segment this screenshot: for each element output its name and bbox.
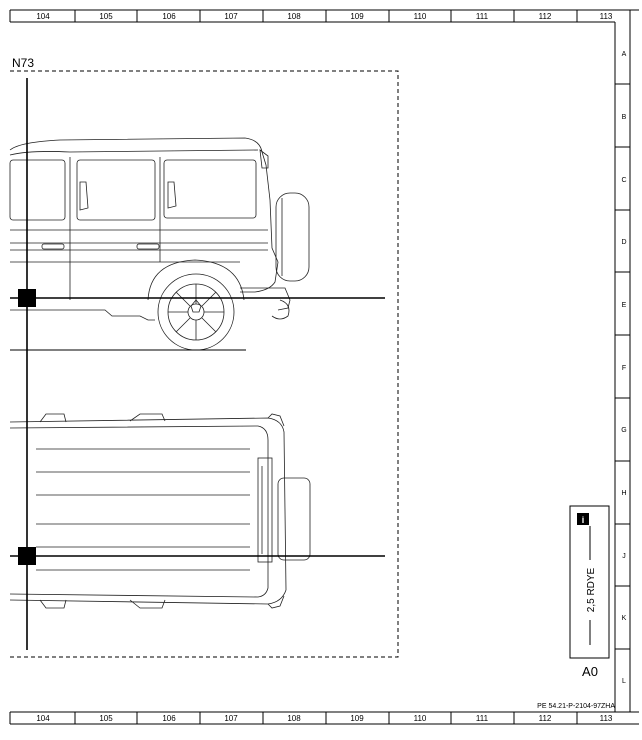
component-dashed-boundary	[10, 70, 399, 658]
bottom-col-113: 113	[600, 714, 613, 723]
row-c: C	[621, 177, 626, 184]
top-col-113: 113	[600, 12, 613, 21]
top-col-105: 105	[99, 12, 113, 21]
bottom-col-106: 106	[162, 714, 176, 723]
connector-label: A0	[582, 664, 598, 679]
row-f: F	[622, 365, 626, 372]
bottom-col-105: 105	[99, 714, 113, 723]
right-ruler: A B C D E F G H J K L	[614, 10, 631, 712]
bottom-col-107: 107	[224, 714, 238, 723]
lower-ground-point	[18, 547, 36, 565]
row-e: E	[622, 302, 627, 309]
bottom-ruler: 104 105 106 107 108 109 110 111 112 113	[9, 711, 639, 725]
row-k: K	[622, 615, 627, 622]
top-col-108: 108	[287, 12, 301, 21]
row-a: A	[622, 51, 627, 58]
row-d: D	[621, 239, 626, 246]
wire-label-backdrop	[584, 560, 596, 620]
wiring-lines	[10, 78, 385, 650]
vehicle-top-view	[9, 413, 311, 609]
top-col-107: 107	[224, 12, 238, 21]
top-col-110: 110	[414, 12, 427, 21]
row-l: L	[622, 678, 626, 685]
row-b: B	[622, 114, 627, 121]
row-j: J	[622, 553, 626, 560]
top-col-111: 111	[476, 12, 489, 21]
top-col-106: 106	[162, 12, 176, 21]
top-ruler: 104 105 106 107 108 109 110 111 112 113	[9, 9, 639, 23]
bottom-col-111: 111	[476, 714, 489, 723]
bottom-col-104: 104	[36, 714, 50, 723]
top-col-104: 104	[36, 12, 50, 21]
info-icon-glyph: i	[582, 515, 585, 525]
component-label: N73	[12, 56, 34, 70]
upper-ground-point	[18, 289, 36, 307]
bottom-col-112: 112	[539, 714, 552, 723]
bottom-col-108: 108	[287, 714, 301, 723]
vehicle-side-view	[9, 137, 310, 351]
top-col-112: 112	[539, 12, 552, 21]
document-reference: PE 54.21-P-2104-97ZHA	[537, 703, 615, 710]
connector-box: i 2,5 RDYE A0	[569, 505, 610, 679]
row-h: H	[621, 490, 626, 497]
bottom-col-109: 109	[350, 714, 364, 723]
row-g: G	[621, 427, 626, 434]
bottom-col-110: 110	[414, 714, 427, 723]
wire-label: 2,5 RDYE	[586, 567, 597, 612]
info-icon[interactable]	[577, 513, 589, 525]
top-col-109: 109	[350, 12, 364, 21]
